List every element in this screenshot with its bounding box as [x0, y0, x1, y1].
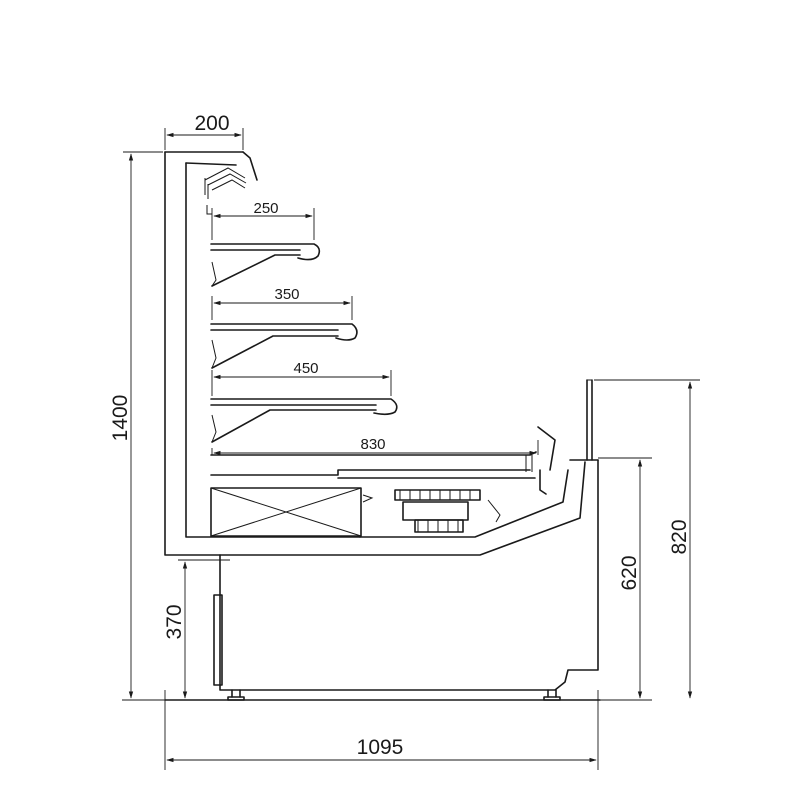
dimension-glass-height: 820 — [594, 379, 700, 699]
shelf-label: 830 — [360, 436, 385, 453]
dimension-base-height: 370 — [163, 559, 230, 699]
dimension-label-200: 200 — [194, 112, 229, 135]
shelf-1 — [210, 243, 321, 287]
shelf-label: 250 — [253, 200, 278, 217]
shelf-3 — [210, 398, 398, 443]
dimension-total-depth: 1095 — [164, 690, 599, 770]
dimension-counter-height: 620 — [598, 457, 652, 699]
dimension-shelf-1: 250 — [211, 200, 315, 240]
dimension-label-370: 370 — [163, 604, 186, 639]
dimension-label-820: 820 — [668, 519, 691, 554]
dimension-label-1095: 1095 — [357, 736, 404, 759]
dimension-depth-top: 200 — [164, 112, 244, 150]
dimension-label-1400: 1400 — [109, 395, 132, 442]
evaporator-unit-icon — [362, 489, 501, 533]
shelf-label: 350 — [274, 286, 299, 303]
shelf-2 — [210, 323, 358, 369]
air-grille-icon — [204, 167, 247, 215]
dimension-shelf-2: 350 — [211, 286, 353, 320]
dimension-shelf-3: 450 — [211, 360, 392, 396]
dimension-shelf-4: 830 — [211, 436, 539, 456]
shelf-label: 450 — [293, 360, 318, 377]
storage-box — [210, 487, 362, 537]
dimension-label-620: 620 — [618, 555, 641, 590]
cabinet-outline — [164, 151, 601, 701]
dimension-total-height: 1400 — [109, 151, 163, 701]
